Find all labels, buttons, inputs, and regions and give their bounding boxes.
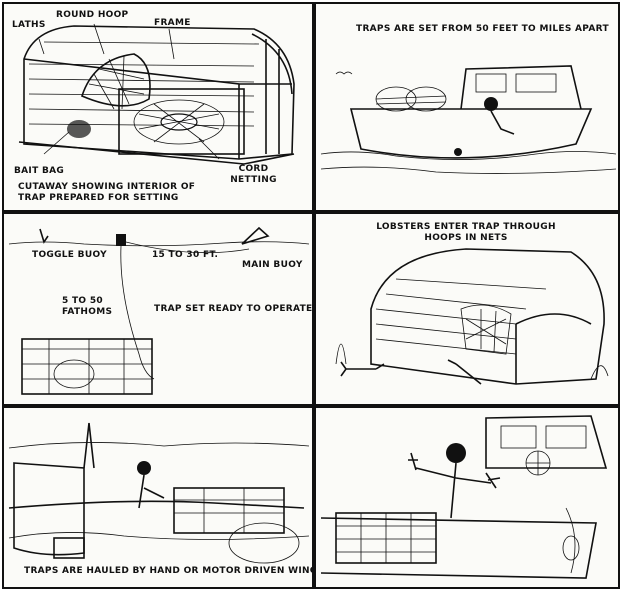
label-laths: LATHS	[12, 20, 46, 30]
lobsters-enter-illustration	[335, 248, 609, 385]
panel-trap-set: TOGGLE BUOY 15 TO 30 FT. MAIN BUOY 5 TO …	[2, 212, 314, 406]
trap-set-illustration	[8, 226, 310, 395]
caption-lobsters-enter: LOBSTERS ENTER TRAP THROUGH HOOPS IN NET…	[376, 222, 556, 243]
panel-fisherman	[314, 406, 620, 589]
caption-boat-setting: TRAPS ARE SET FROM 50 FEET TO MILES APAR…	[356, 24, 609, 34]
panel-cutaway: LATHS ROUND HOOP FRAME BAIT BAG CORD NET…	[2, 2, 314, 212]
panel-lobsters-enter: LOBSTERS ENTER TRAP THROUGH HOOPS IN NET…	[314, 212, 620, 406]
cutaway-trap-illustration	[18, 23, 295, 165]
hauling-illustration	[8, 422, 310, 564]
label-toggle-buoy: TOGGLE BUOY	[32, 250, 107, 260]
label-main-buoy: MAIN BUOY	[242, 260, 303, 270]
label-bait-bag: BAIT BAG	[14, 166, 65, 176]
fisherman-lobsters-illustration	[320, 415, 608, 579]
boat-setting-illustration	[320, 65, 617, 174]
panel-hauling: TRAPS ARE HAULED BY HAND OR MOTOR DRIVEN…	[2, 406, 314, 589]
caption-cutaway: CUTAWAY SHOWING INTERIOR OF TRAP PREPARE…	[18, 182, 196, 203]
label-distance: 15 TO 30 FT.	[152, 250, 219, 260]
label-depth: 5 TO 50 FATHOMS	[62, 296, 113, 317]
label-frame: FRAME	[154, 18, 191, 28]
label-cord-netting: CORD NETTING	[230, 164, 277, 185]
panel-boat-setting: TRAPS ARE SET FROM 50 FEET TO MILES APAR…	[314, 2, 620, 212]
caption-hauling: TRAPS ARE HAULED BY HAND OR MOTOR DRIVEN…	[24, 566, 314, 576]
label-status: TRAP SET READY TO OPERATE	[154, 304, 313, 314]
label-round-hoop: ROUND HOOP	[56, 10, 129, 20]
